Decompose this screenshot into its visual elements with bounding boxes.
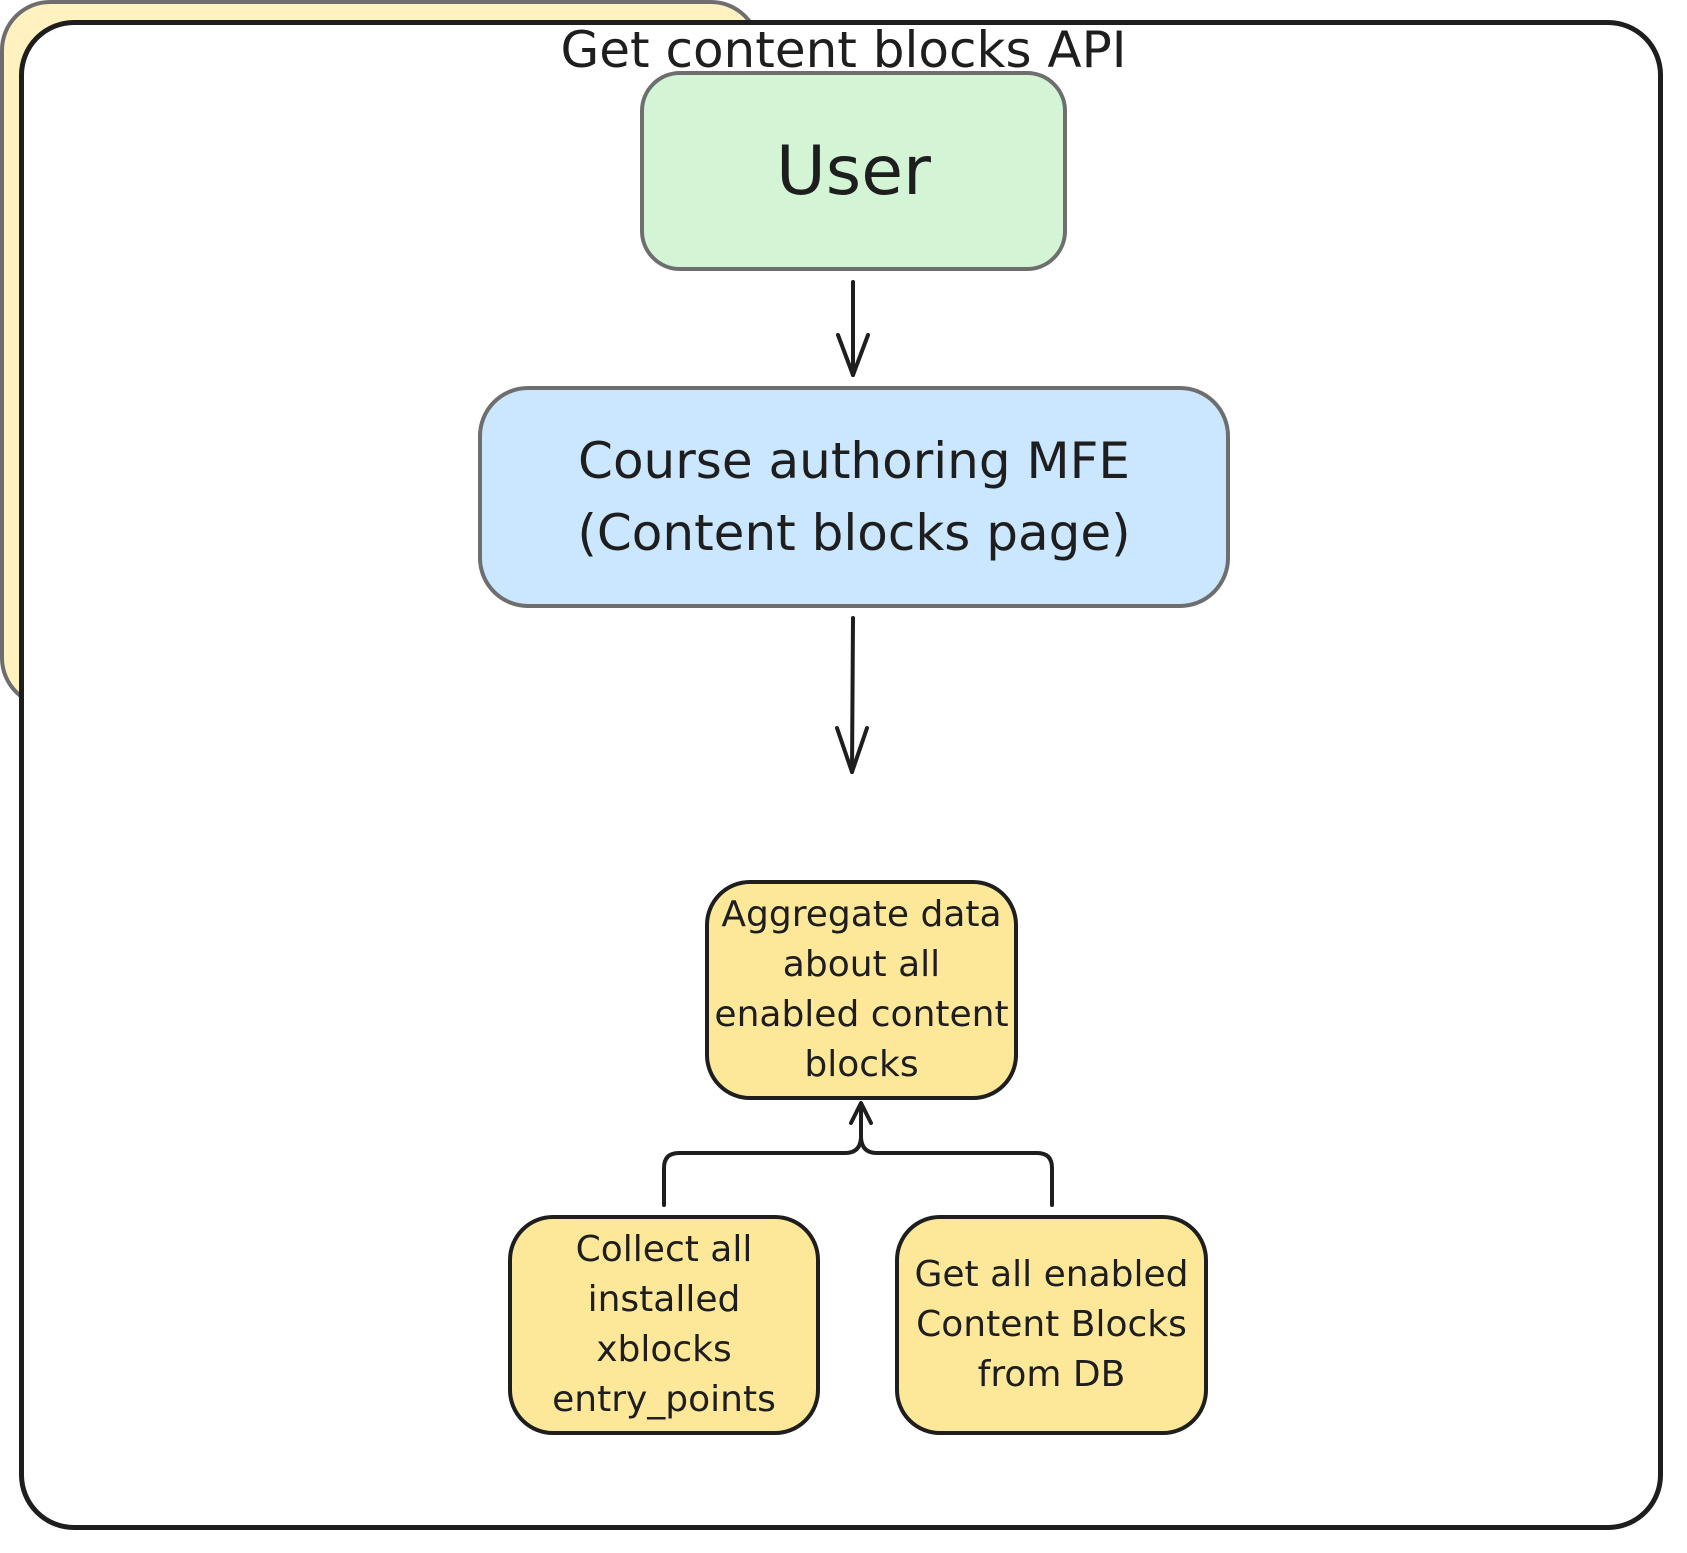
get-enabled-blocks-node: Get all enabled Content Blocks from DB	[895, 1215, 1208, 1435]
course-authoring-mfe-label: Course authoring MFE (Content blocks pag…	[577, 432, 1131, 562]
course-authoring-mfe-node: Course authoring MFE (Content blocks pag…	[478, 386, 1230, 608]
user-node-label: User	[776, 131, 931, 211]
aggregate-data-label: Aggregate data about all enabled content…	[714, 894, 1009, 1085]
diagram-frame	[19, 20, 1663, 1530]
get-enabled-blocks-label: Get all enabled Content Blocks from DB	[914, 1254, 1189, 1395]
api-group-title: Get content blocks API	[560, 21, 1127, 79]
collect-xblocks-node: Collect all installed xblocks entry_poin…	[508, 1215, 820, 1435]
aggregate-data-node: Aggregate data about all enabled content…	[705, 880, 1018, 1100]
collect-xblocks-label: Collect all installed xblocks entry_poin…	[552, 1229, 776, 1420]
user-node: User	[640, 71, 1067, 271]
